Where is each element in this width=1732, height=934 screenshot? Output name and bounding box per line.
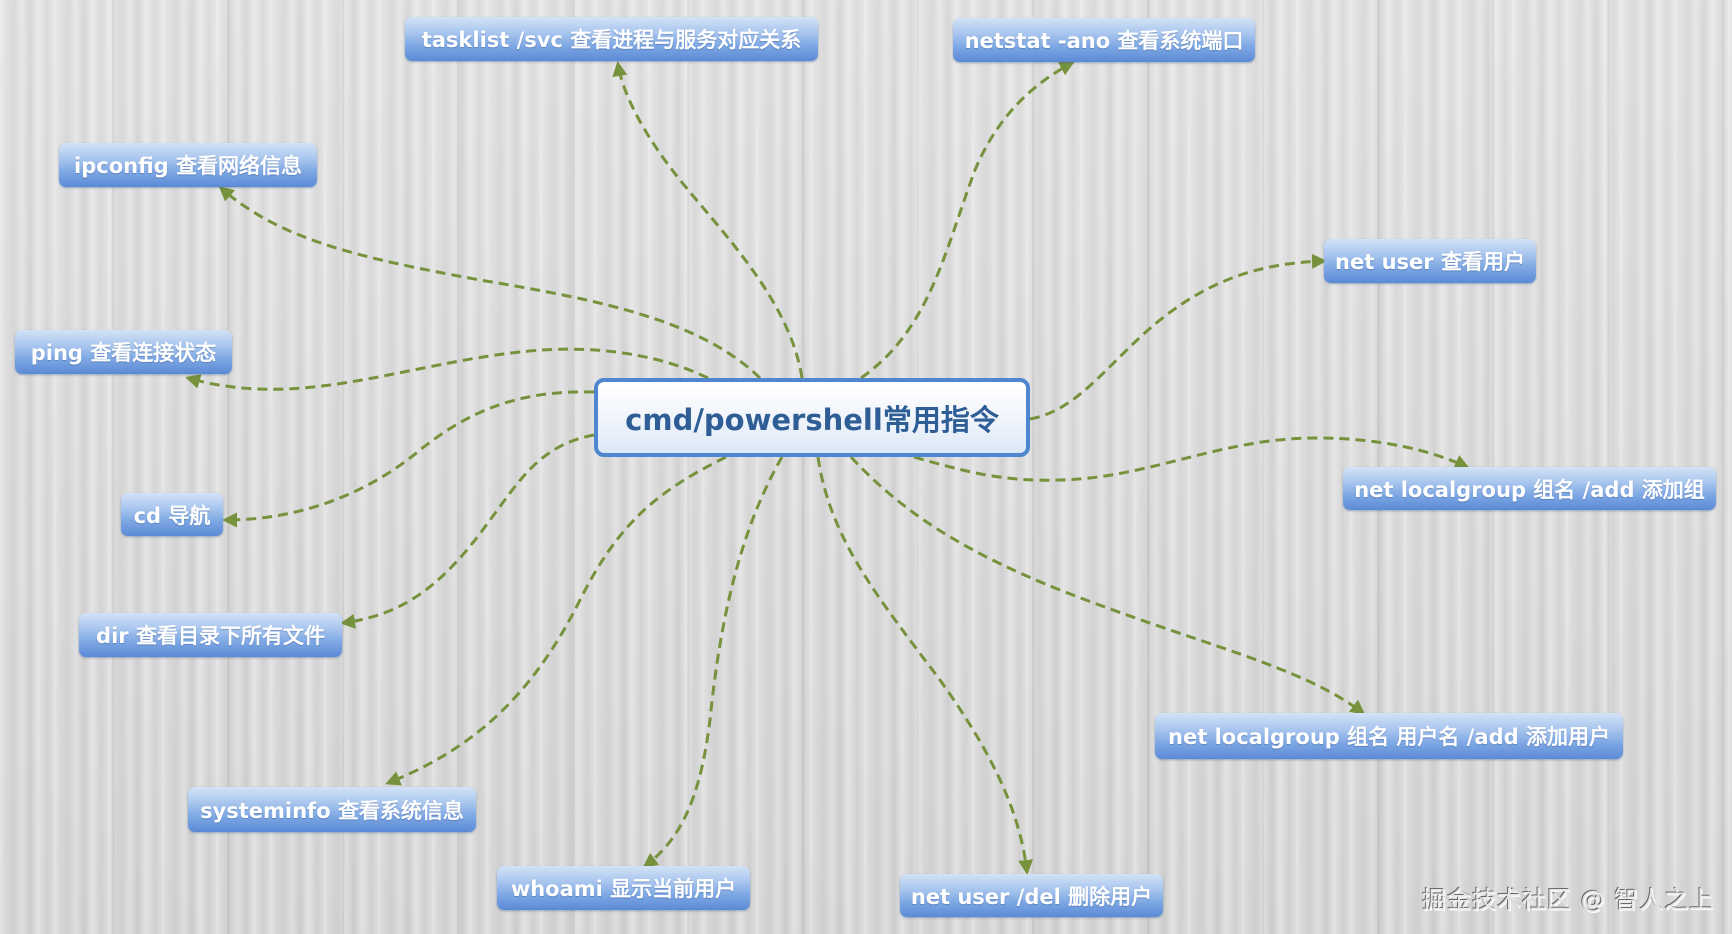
node-label: net user /del 删除用户: [910, 884, 1153, 909]
node-label: net user 查看用户: [1335, 250, 1525, 274]
node-netstat[interactable]: netstat -ano 查看系统端口: [953, 18, 1255, 62]
node-net-localgroup-add-user[interactable]: net localgroup 组名 用户名 /add 添加用户: [1155, 713, 1623, 759]
node-tasklist[interactable]: tasklist /svc 查看进程与服务对应关系: [405, 17, 818, 61]
connector-ping: [185, 347, 709, 391]
central-topic-label: cmd/powershell常用指令: [625, 402, 999, 437]
connector-net-localgroup-add-user: [849, 455, 1366, 715]
connector-net-user-del: [816, 456, 1034, 875]
node-label: systeminfo 查看系统信息: [200, 798, 464, 823]
node-net-user[interactable]: net user 查看用户: [1324, 239, 1536, 283]
connector-whoami: [642, 456, 784, 868]
node-label: ping 查看连接状态: [30, 341, 217, 365]
node-label: net localgroup 组名 用户名 /add 添加用户: [1168, 725, 1610, 749]
node-label: netstat -ano 查看系统端口: [964, 29, 1244, 53]
connector-tasklist: [612, 61, 804, 379]
node-ipconfig[interactable]: ipconfig 查看网络信息: [59, 143, 317, 187]
node-systeminfo[interactable]: systeminfo 查看系统信息: [188, 787, 476, 832]
node-cd[interactable]: cd 导航: [121, 493, 223, 536]
node-label: tasklist /svc 查看进程与服务对应关系: [421, 28, 802, 52]
node-label: ipconfig 查看网络信息: [74, 154, 302, 178]
connector-ipconfig: [218, 186, 762, 380]
node-label: cd 导航: [133, 503, 211, 528]
connector-systeminfo: [385, 455, 727, 786]
node-whoami[interactable]: whoami 显示当前用户: [497, 866, 750, 910]
node-label: whoami 显示当前用户: [510, 877, 737, 901]
connector-net-localgroup-add-group: [913, 436, 1470, 482]
watermark: 掘金技术社区 @ 智人之上: [1422, 886, 1715, 914]
connector-cd: [222, 390, 595, 528]
node-net-localgroup-add-group[interactable]: net localgroup 组名 /add 添加组: [1343, 467, 1716, 510]
node-dir[interactable]: dir 查看目录下所有文件: [79, 613, 342, 657]
node-ping[interactable]: ping 查看连接状态: [15, 330, 232, 374]
connector-dir: [340, 433, 595, 629]
node-net-user-del[interactable]: net user /del 删除用户: [900, 874, 1163, 917]
central-topic[interactable]: cmd/powershell常用指令: [594, 378, 1030, 457]
connector-net-user: [1029, 253, 1327, 421]
node-label: dir 查看目录下所有文件: [96, 624, 325, 648]
connector-netstat: [860, 61, 1075, 380]
node-label: net localgroup 组名 /add 添加组: [1354, 477, 1705, 502]
